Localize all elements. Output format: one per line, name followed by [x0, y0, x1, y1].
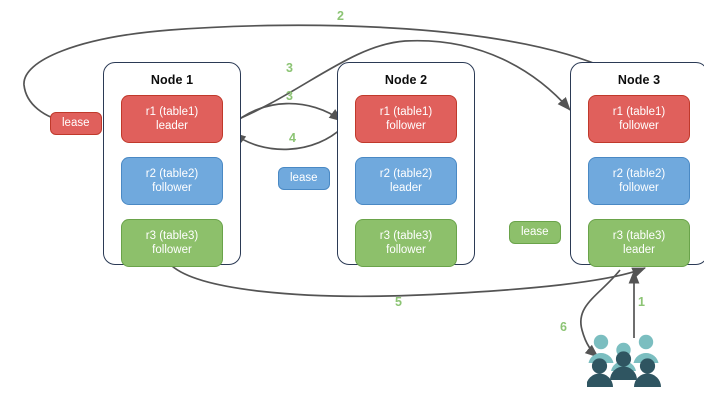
replica-r2[interactable]: r2 (table2) follower — [588, 157, 690, 205]
replica-role: follower — [152, 182, 192, 194]
node-container-3[interactable]: Node 3 r1 (table1) follower r2 (table2) … — [570, 62, 704, 267]
replica-list: r1 (table1) leader r2 (table2) follower … — [121, 95, 223, 281]
edge-3-node1-to-node3 — [228, 39, 571, 124]
users-front-row — [587, 351, 661, 387]
node-container-1[interactable]: Node 1 r1 (table1) leader r2 (table2) fo… — [103, 62, 241, 267]
edge-2-lease-transfer — [23, 24, 621, 126]
lease-chip-node1-r1[interactable]: lease — [50, 112, 102, 135]
replica-name: r3 (table3) — [612, 230, 666, 242]
edge-3-node1-to-node2 — [230, 102, 343, 127]
replica-role: follower — [619, 120, 659, 132]
replica-name: r3 (table3) — [379, 230, 433, 242]
step-label-6: 6 — [560, 320, 567, 334]
lease-chip-node3-r3[interactable]: lease — [509, 221, 561, 244]
edge-5-node1-to-node3 — [171, 265, 646, 298]
replica-list: r1 (table1) follower r2 (table2) leader … — [355, 95, 457, 281]
replica-role: leader — [390, 182, 422, 194]
lease-chip-node2-r2[interactable]: lease — [278, 167, 330, 190]
replica-name: r3 (table3) — [145, 230, 199, 242]
step-label-3-lower: 3 — [286, 89, 293, 103]
node-container-2[interactable]: Node 2 r1 (table1) follower r2 (table2) … — [337, 62, 475, 267]
replica-r3[interactable]: r3 (table3) leader — [588, 219, 690, 267]
lease-label: lease — [290, 172, 318, 184]
replica-role: follower — [619, 182, 659, 194]
node-title: Node 2 — [384, 73, 428, 87]
step-label-2: 2 — [337, 9, 344, 23]
lease-label: lease — [521, 226, 549, 238]
replica-role: leader — [623, 244, 655, 256]
replica-role: follower — [386, 244, 426, 256]
lease-label: lease — [62, 117, 90, 129]
replica-r3[interactable]: r3 (table3) follower — [355, 219, 457, 267]
users-group-icon — [587, 334, 661, 387]
edge-4-node2-to-node1 — [232, 124, 346, 151]
step-label-3-upper: 3 — [286, 61, 293, 75]
node-title: Node 3 — [617, 73, 661, 87]
replica-name: r1 (table1) — [379, 106, 433, 118]
replica-name: r2 (table2) — [612, 168, 666, 180]
replica-r3[interactable]: r3 (table3) follower — [121, 219, 223, 267]
replica-r2[interactable]: r2 (table2) follower — [121, 157, 223, 205]
replica-role: leader — [156, 120, 188, 132]
replica-name: r2 (table2) — [145, 168, 199, 180]
replica-r1[interactable]: r1 (table1) follower — [355, 95, 457, 143]
step-label-5: 5 — [395, 295, 402, 309]
replica-r1[interactable]: r1 (table1) follower — [588, 95, 690, 143]
replica-list: r1 (table1) follower r2 (table2) followe… — [588, 95, 690, 281]
replica-name: r1 (table1) — [145, 106, 199, 118]
edge-6-node3-to-users — [579, 269, 621, 358]
replica-r2[interactable]: r2 (table2) leader — [355, 157, 457, 205]
replica-r1[interactable]: r1 (table1) leader — [121, 95, 223, 143]
node-title: Node 1 — [150, 73, 194, 87]
replica-name: r1 (table1) — [612, 106, 666, 118]
step-label-4: 4 — [289, 131, 296, 145]
step-label-1: 1 — [638, 295, 645, 309]
replica-role: follower — [386, 120, 426, 132]
replica-role: follower — [152, 244, 192, 256]
replica-name: r2 (table2) — [379, 168, 433, 180]
